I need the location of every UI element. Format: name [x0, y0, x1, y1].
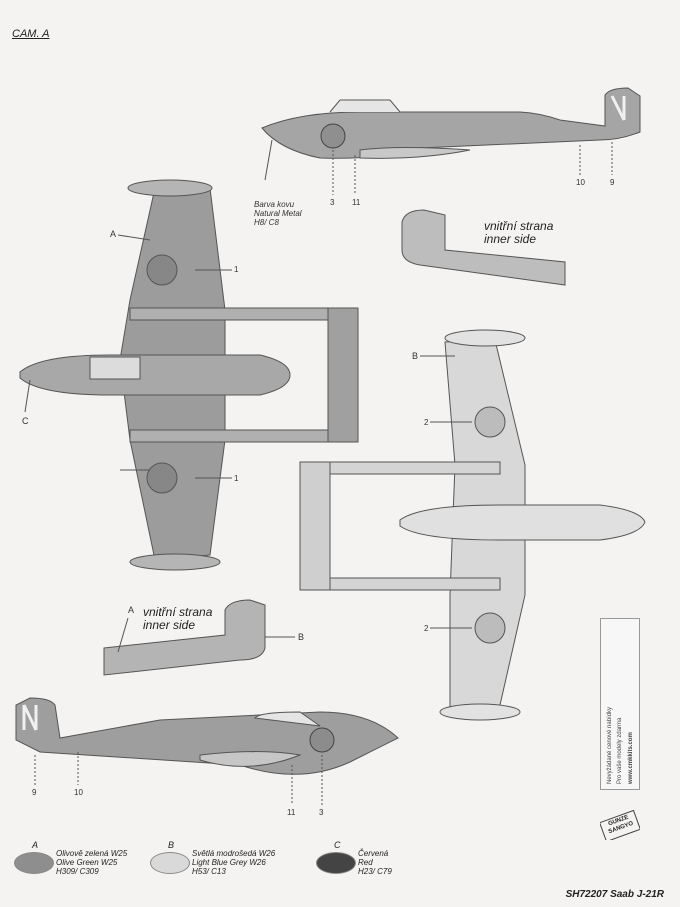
marker-a-bottom: A: [128, 605, 135, 615]
legend-text: Světlá modrošedá W26 Light Blue Grey W26…: [192, 849, 275, 876]
inner-top-en: inner side: [484, 232, 537, 246]
num-9-top: 9: [610, 178, 615, 187]
legend-codes: H309/ C309: [56, 867, 99, 876]
num-10-bottom: 10: [74, 788, 83, 797]
marker-b-right: B: [412, 351, 419, 361]
legend-en: Olive Green W25: [56, 858, 118, 867]
legend-en: Red: [358, 858, 373, 867]
strip-line-1: Nevyžádané cenové nabídky: [607, 706, 613, 784]
camo-label: CAM. A: [12, 28, 50, 40]
num-9-bottom: 9: [32, 788, 37, 797]
marker-c: C: [22, 416, 29, 426]
num-11-bottom: 11: [287, 808, 296, 817]
num-3-bottom: 3: [319, 808, 324, 817]
bottom-side-view: [15, 697, 399, 805]
legend-cz: Červená: [358, 849, 389, 858]
legend-cz: Světlá modrošedá W26: [192, 849, 276, 858]
inner-side-label-top: vnitřní strana inner side: [484, 220, 553, 246]
inner-side-detail-bottom: [103, 599, 295, 676]
sheet-title: SH72207 Saab J-21R: [565, 889, 664, 900]
num-10-top: 10: [576, 178, 585, 187]
cmk-info-strip: Nevyžádané cenové nabídky Pro vaše model…: [600, 618, 640, 790]
legend-text: Olivově zelená W25 Olive Green W25 H309/…: [56, 849, 127, 876]
num-1-lower: 1: [234, 474, 239, 483]
inner-bottom-en: inner side: [143, 618, 196, 632]
num-2-lower: 2: [424, 624, 429, 633]
legend-codes: H53/ C13: [192, 867, 226, 876]
legend-item-c: C Červená Red H23/ C79: [316, 840, 476, 890]
strip-line-3: www.cmkkits.com: [628, 732, 634, 784]
num-2-upper: 2: [424, 418, 429, 427]
legend-letter: B: [168, 840, 175, 850]
marker-a-top: A: [110, 229, 117, 239]
inner-side-label-bottom: vnitřní strana inner side: [143, 606, 212, 632]
gunze-logo-icon: [599, 809, 641, 843]
num-3-top: 3: [330, 198, 335, 207]
inner-bottom-cz: vnitřní strana: [143, 605, 213, 619]
swatch-red: [316, 852, 356, 874]
metal-title: Barva kovu: [254, 200, 295, 209]
inner-top-cz: vnitřní strana: [484, 219, 554, 233]
metal-codes: H8/ C8: [254, 218, 279, 227]
top-side-view: [261, 87, 641, 195]
swatch-olive: [14, 852, 54, 874]
strip-line-2: Pro vaše modely zdarma: [617, 717, 623, 784]
num-1-upper: 1: [234, 265, 239, 274]
legend-letter: A: [32, 840, 39, 850]
bottom-plan-view: [299, 329, 646, 721]
metal-sub: Natural Metal: [254, 209, 302, 218]
num-11-top: 11: [352, 198, 361, 207]
legend-codes: H23/ C79: [358, 867, 392, 876]
legend-letter: C: [334, 840, 341, 850]
legend-text: Červená Red H23/ C79: [358, 849, 392, 876]
legend-item-a: A Olivově zelená W25 Olive Green W25 H30…: [14, 840, 174, 890]
legend-en: Light Blue Grey W26: [192, 858, 266, 867]
swatch-grey: [150, 852, 190, 874]
inner-side-detail-top: [401, 209, 566, 286]
legend-item-b: B Světlá modrošedá W26 Light Blue Grey W…: [150, 840, 310, 890]
top-plan-view: [19, 179, 359, 571]
legend-cz: Olivově zelená W25: [56, 849, 128, 858]
marker-b-bottom: B: [298, 632, 305, 642]
metal-note: Barva kovu Natural Metal H8/ C8: [254, 200, 302, 227]
gunze-sangyo-logo: GUNZE SANGYO: [599, 809, 641, 843]
